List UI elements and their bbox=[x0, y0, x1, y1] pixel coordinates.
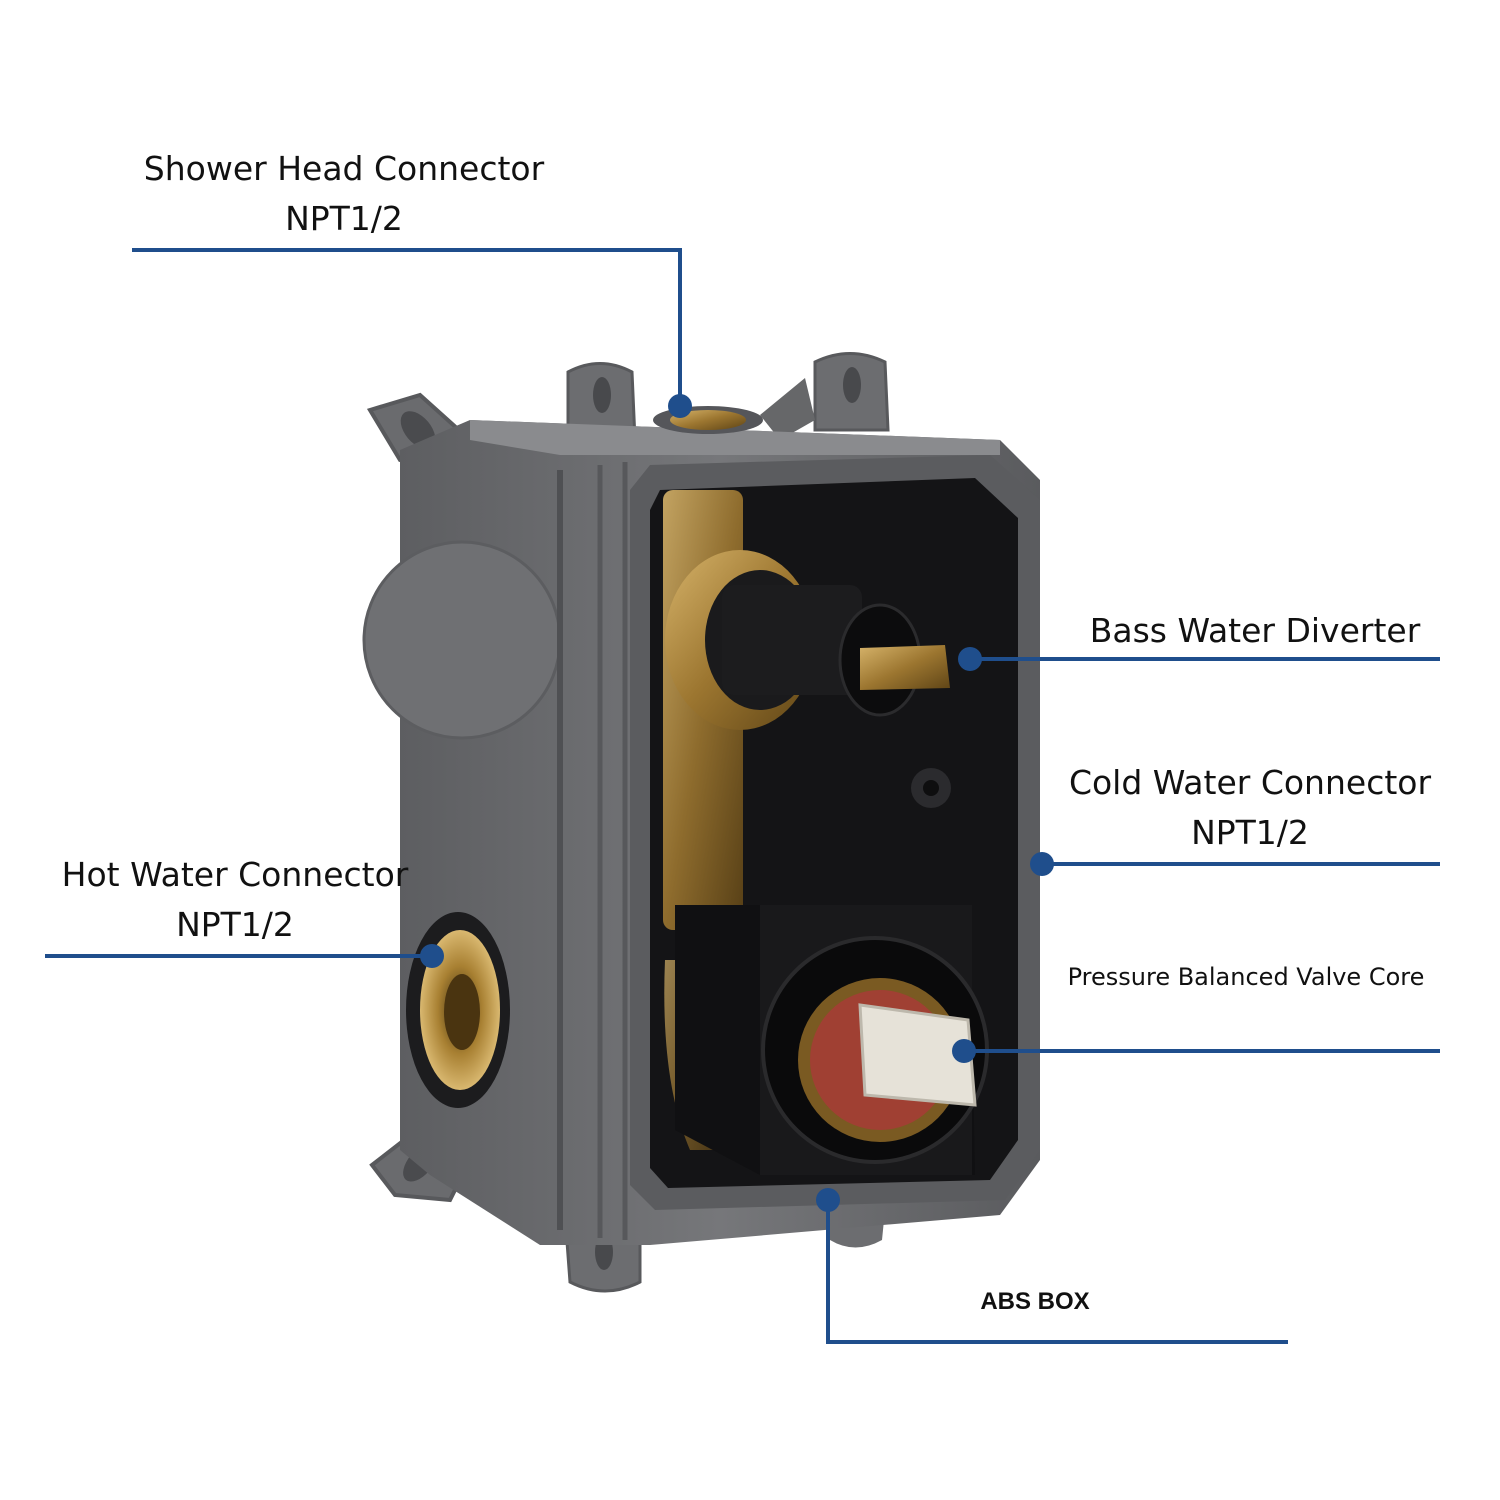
callout-dots bbox=[420, 394, 1054, 1212]
label-valve-core-title: Pressure Balanced Valve Core bbox=[1067, 963, 1425, 991]
label-hot-water-subtitle: NPT1/2 bbox=[176, 905, 294, 944]
leader-abs-box bbox=[826, 1200, 1288, 1344]
label-shower-head-subtitle: NPT1/2 bbox=[285, 199, 403, 238]
mounting-tabs bbox=[366, 352, 890, 1293]
label-cold-water-title: Cold Water Connector bbox=[1068, 763, 1432, 802]
label-abs-box: ABS BOX bbox=[960, 1288, 1110, 1316]
label-hot-water-title: Hot Water Connector bbox=[61, 855, 409, 894]
label-shower-head-title: Shower Head Connector bbox=[143, 149, 545, 188]
label-valve-core: Pressure Balanced Valve Core bbox=[1060, 962, 1432, 992]
leader-shower-head bbox=[132, 248, 682, 406]
box-interior bbox=[650, 478, 1018, 1188]
label-bass-diverter: Bass Water Diverter bbox=[1070, 606, 1440, 656]
label-abs-box-title: ABS BOX bbox=[980, 1288, 1090, 1315]
label-hot-water: Hot Water Connector NPT1/2 bbox=[40, 850, 430, 950]
label-cold-water-subtitle: NPT1/2 bbox=[1191, 813, 1309, 852]
callout-leader-lines bbox=[45, 248, 1440, 1344]
label-bass-diverter-title: Bass Water Diverter bbox=[1089, 611, 1421, 650]
label-cold-water: Cold Water Connector NPT1/2 bbox=[1050, 758, 1450, 858]
label-shower-head: Shower Head Connector NPT1/2 bbox=[114, 144, 574, 244]
